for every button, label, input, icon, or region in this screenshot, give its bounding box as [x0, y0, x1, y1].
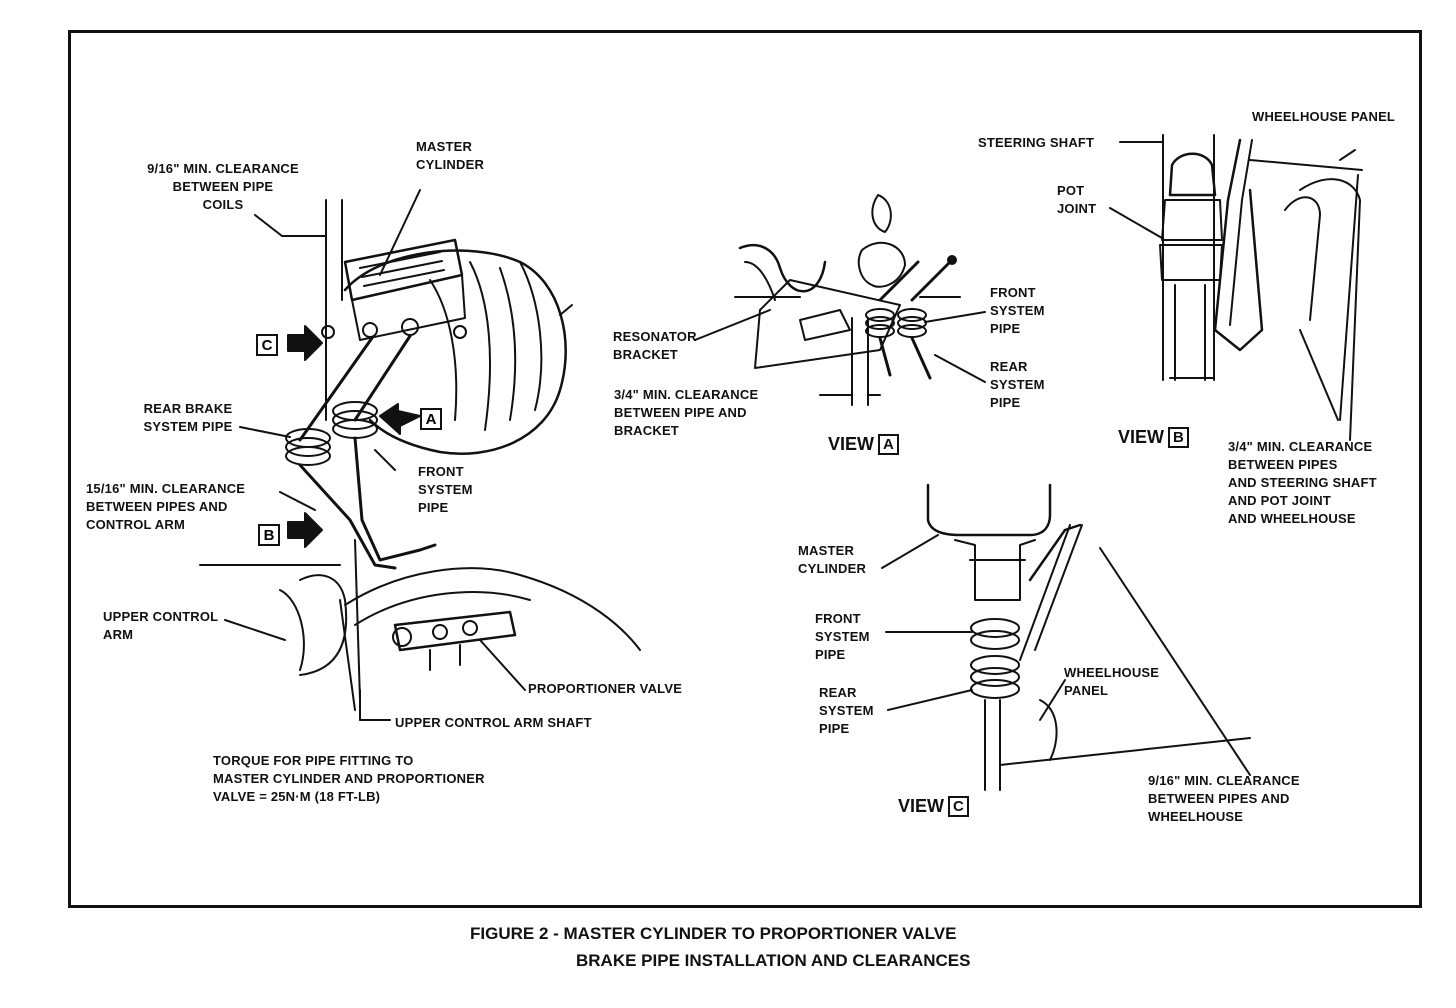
figure-frame — [68, 30, 1422, 908]
callout-a: A — [420, 404, 454, 434]
label-pot-joint: POT JOINT — [1057, 183, 1097, 216]
callout-b: B — [258, 520, 292, 550]
main-assembly-drawing — [199, 189, 641, 721]
view-c-drawing — [881, 483, 1251, 791]
view-a-drawing — [694, 194, 986, 406]
label-front-system-pipe: FRONT SYSTEM PIPE — [418, 464, 473, 515]
label-rear-system-pipe-view-c: REAR SYSTEM PIPE — [819, 685, 874, 736]
label-front-system-pipe-view-a: FRONT SYSTEM PIPE — [990, 285, 1045, 336]
label-upper-control-arm: UPPER CONTROL ARM — [103, 609, 219, 642]
caption-line-1: FIGURE 2 - MASTER CYLINDER TO PROPORTION… — [470, 924, 957, 943]
torque-note: TORQUE FOR PIPE FITTING TO MASTER CYLIND… — [213, 753, 485, 804]
label-resonator-bracket: RESONATOR BRACKET — [613, 329, 697, 362]
label-wheelhouse-panel-view-b: WHEELHOUSE PANEL — [1252, 109, 1396, 124]
label-rear-system-pipe-view-a: REAR SYSTEM PIPE — [990, 359, 1045, 410]
label-master-cylinder-view-c: MASTER CYLINDER — [798, 543, 867, 576]
label-front-system-pipe-view-c: FRONT SYSTEM PIPE — [815, 611, 870, 662]
view-b-drawing — [1109, 134, 1363, 441]
callout-c: C — [256, 330, 290, 360]
label-clearance-bracket: 3/4" MIN. CLEARANCE BETWEEN PIPE AND BRA… — [614, 387, 759, 438]
figure-caption: FIGURE 2 - MASTER CYLINDER TO PROPORTION… — [470, 920, 1170, 974]
label-clearance-steering: 3/4" MIN. CLEARANCE BETWEEN PIPES AND ST… — [1228, 439, 1377, 526]
view-c-letter: C — [948, 796, 969, 817]
label-upper-control-arm-shaft: UPPER CONTROL ARM SHAFT — [395, 715, 592, 730]
label-clearance-pipe-coils: 9/16" MIN. CLEARANCE BETWEEN PIPE COILS — [147, 161, 299, 212]
view-b-letter: B — [1168, 427, 1189, 448]
caption-line-2: BRAKE PIPE INSTALLATION AND CLEARANCES — [576, 951, 971, 970]
label-rear-brake-system-pipe: REAR BRAKE SYSTEM PIPE — [143, 401, 233, 434]
view-a-letter: A — [878, 434, 899, 455]
label-wheelhouse-panel-view-c: WHEELHOUSE PANEL — [1064, 665, 1160, 698]
label-steering-shaft: STEERING SHAFT — [978, 135, 1095, 150]
label-proportioner-valve: PROPORTIONER VALVE — [528, 681, 683, 696]
label-clearance-wheelhouse: 9/16" MIN. CLEARANCE BETWEEN PIPES AND W… — [1148, 773, 1300, 824]
label-master-cylinder: MASTER CYLINDER — [416, 139, 485, 172]
label-clearance-control-arm: 15/16" MIN. CLEARANCE BETWEEN PIPES AND … — [86, 481, 246, 532]
